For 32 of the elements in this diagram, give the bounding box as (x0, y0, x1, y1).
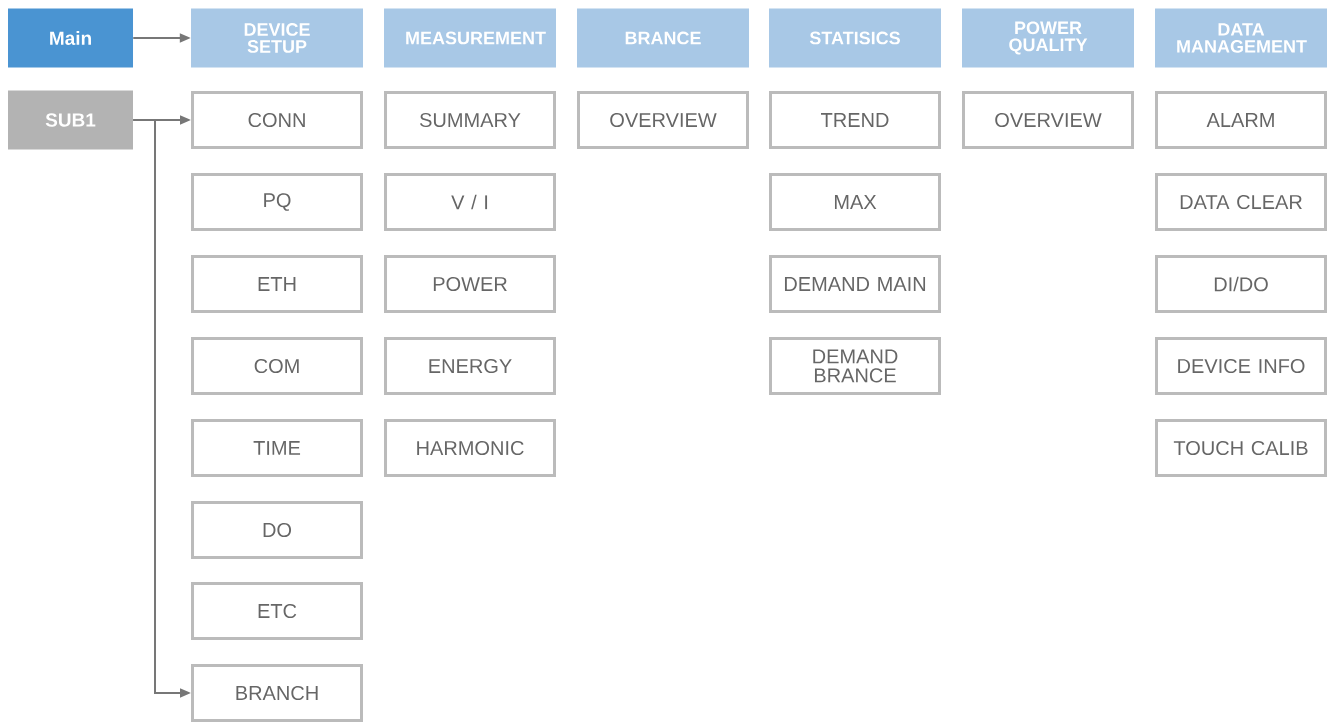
menu-item-box: DEMAND BRANCE (769, 337, 941, 395)
menu-item-box: TOUCH CALIB (1155, 419, 1327, 477)
menu-item-box: ETC (191, 582, 363, 640)
menu-item-box: HARMONIC (384, 419, 556, 477)
menu-box: Main (8, 8, 133, 68)
category-header: BRANCE (577, 8, 749, 68)
category-header: MEASUREMENT (384, 8, 556, 68)
menu-item-box: OVERVIEW (962, 91, 1134, 149)
menu-item-box: COM (191, 337, 363, 395)
menu-item-box: PQ (191, 173, 363, 231)
category-header: DATA MANAGEMENT (1155, 8, 1327, 68)
menu-item-box: MAX (769, 173, 941, 231)
category-header: STATISICS (769, 8, 941, 68)
menu-item-box: ALARM (1155, 91, 1327, 149)
menu-item-box: DEMAND MAIN (769, 255, 941, 313)
category-header: POWER QUALITY (962, 8, 1134, 68)
menu-item-box: TREND (769, 91, 941, 149)
menu-item-box: CONN (191, 91, 363, 149)
menu-item-box: DATA CLEAR (1155, 173, 1327, 231)
menu-item-box: ETH (191, 255, 363, 313)
menu-box: SUB1 (8, 90, 133, 150)
menu-item-box: OVERVIEW (577, 91, 749, 149)
menu-item-box: DEVICE INFO (1155, 337, 1327, 395)
menu-item-box: BRANCH (191, 664, 363, 722)
menu-item-box: DO (191, 501, 363, 559)
menu-item-box: DI/DO (1155, 255, 1327, 313)
category-header: DEVICE SETUP (191, 8, 363, 68)
menu-item-box: ENERGY (384, 337, 556, 395)
menu-item-box: V / I (384, 173, 556, 231)
menu-item-box: POWER (384, 255, 556, 313)
menu-item-box: TIME (191, 419, 363, 477)
menu-item-box: SUMMARY (384, 91, 556, 149)
